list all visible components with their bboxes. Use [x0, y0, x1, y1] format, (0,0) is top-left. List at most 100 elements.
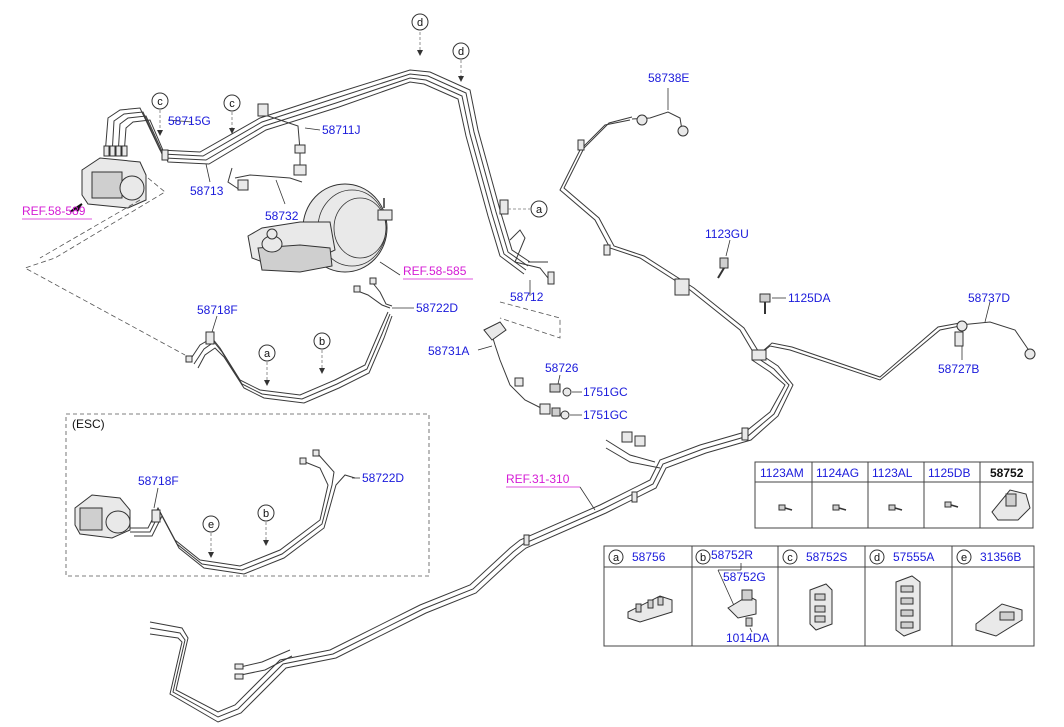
svg-text:b: b — [319, 336, 325, 348]
svg-text:d: d — [417, 17, 423, 29]
clip-part-58752R: 58752R — [711, 548, 753, 562]
clip-letter-d: d — [874, 552, 880, 564]
rear-brake-lines — [559, 116, 961, 381]
label-58732: 58732 — [265, 209, 299, 223]
callout-d2: d — [452, 42, 470, 82]
label-1751GC-b: 1751GC — [583, 408, 628, 422]
ref-58-585: REF.58-585 — [403, 264, 467, 278]
bolt-table: 1123AM 1124AG 1123AL 1125DB 58752 — [754, 461, 1034, 529]
clip-letter-a: a — [613, 552, 620, 564]
clip-icon-58752S — [809, 583, 833, 631]
ref-31-310: REF.31-310 — [506, 472, 570, 486]
svg-text:a: a — [264, 348, 271, 360]
bolt-icon — [778, 504, 793, 511]
label-58722D-esc: 58722D — [362, 471, 404, 485]
clip-letter-b: b — [700, 552, 706, 564]
bolt-col-1125DB: 1125DB — [928, 466, 970, 480]
rear-junction — [751, 349, 767, 361]
clip-part-31356B: 31356B — [980, 550, 1021, 564]
clip-icon-58752 — [991, 489, 1031, 521]
pipe-end-fitting — [234, 663, 244, 670]
line-58732: 58732 — [227, 167, 303, 223]
pipe-clip — [741, 427, 749, 441]
label-1125DA: 1125DA — [788, 291, 830, 305]
bolt-icon — [944, 501, 959, 508]
pipe-clip — [257, 103, 269, 117]
clip-icon-57555A — [895, 575, 921, 637]
label-58715G: 58715G — [168, 114, 211, 128]
label-58713: 58713 — [190, 184, 224, 198]
label-58711J: 58711J — [322, 123, 360, 137]
bolt-col-1123AM: 1123AM — [760, 466, 804, 480]
label-58718F-esc: 58718F — [138, 474, 179, 488]
svg-text:a: a — [536, 204, 543, 216]
clip-icon-58756 — [627, 595, 673, 623]
clip-letter-c: c — [787, 552, 793, 564]
callout-a-right: a — [508, 200, 548, 218]
pipe-clip — [523, 534, 530, 546]
bolt-1125DA: 1125DA — [759, 291, 830, 314]
pipe-connector — [621, 431, 633, 443]
label-58726: 58726 — [545, 361, 579, 375]
label-58722D-top: 58722D — [416, 301, 458, 315]
main-brake-pipe-bundle — [149, 353, 794, 723]
bolt-col-1124AG: 1124AG — [816, 466, 859, 480]
upper-labels: 58715G 58713 REF.58-589 — [22, 114, 224, 220]
pipe-end-fitting — [234, 673, 244, 680]
pipe-end-fitting — [547, 271, 555, 285]
pipe-clip — [603, 244, 611, 256]
pipe-clip — [577, 139, 585, 151]
callout-c1: c — [151, 92, 169, 136]
callout-c2: c — [223, 94, 241, 134]
label-1751GC-a: 1751GC — [583, 385, 628, 399]
front-hose-58731A: 58731A — [428, 321, 551, 415]
pipe-clip — [499, 199, 509, 215]
svg-text:d: d — [458, 46, 464, 58]
callout-b-esc: b — [257, 504, 275, 546]
ref-31-310-callout: REF.31-310 — [506, 472, 596, 511]
abs-dashed-guides — [24, 177, 186, 356]
master-cylinder: REF.58-585 — [247, 221, 473, 280]
clip-part-58752G: 58752G — [723, 570, 766, 584]
svg-text:c: c — [157, 96, 163, 108]
rear-bracket — [674, 278, 690, 296]
rear-hose-58738E: 58738E — [631, 71, 689, 137]
callout-d1: d — [411, 13, 429, 56]
svg-text:b: b — [263, 508, 269, 520]
pipe-clip — [161, 149, 169, 161]
bolt-icon — [888, 504, 903, 511]
callout-e-esc: e — [202, 515, 220, 558]
label-58712: 58712 — [510, 290, 544, 304]
clip-part-58756: 58756 — [632, 550, 666, 564]
abs-module — [69, 145, 147, 213]
clip-icon-31356B — [975, 603, 1023, 637]
line-58712: 58712 — [499, 280, 561, 339]
svg-text:e: e — [208, 519, 214, 531]
label-58727B: 58727B — [938, 362, 979, 376]
label-58718F-top: 58718F — [197, 303, 238, 317]
callout-b-top: b — [313, 332, 331, 374]
clip-part-1014DA: 1014DA — [726, 631, 769, 645]
clip-part-57555A: 57555A — [893, 550, 934, 564]
hose-fittings: 58726 1751GC 1751GC — [545, 361, 628, 422]
ref-58-589: REF.58-589 — [22, 204, 86, 218]
upper-pipe-bundle — [104, 69, 555, 285]
hose-bracket-58727B — [954, 331, 964, 347]
line-58722D-top: 58722D — [353, 277, 458, 315]
svg-text:c: c — [229, 98, 235, 110]
pipe-connector — [634, 435, 646, 447]
bolt-col-1123AL: 1123AL — [872, 466, 913, 480]
label-58738E: 58738E — [648, 71, 689, 85]
clip-icon-58752R — [717, 563, 757, 633]
clip-letter-e: e — [961, 552, 967, 564]
clip-table: a 58756 b 58752R 58752G 1014DA c 58752S — [603, 545, 1035, 647]
line-58718F-top: 58718F — [185, 303, 393, 404]
esc-variant-box: (ESC) 58722D 58718F — [65, 413, 430, 577]
bolt-1123GU: 1123GU — [705, 227, 749, 279]
bolt-col-58752: 58752 — [990, 466, 1024, 480]
label-58731A: 58731A — [428, 344, 469, 358]
rear-hose-58737D: 58737D 58727B — [938, 291, 1036, 376]
esc-label: (ESC) — [72, 417, 105, 431]
label-1123GU: 1123GU — [705, 227, 749, 241]
